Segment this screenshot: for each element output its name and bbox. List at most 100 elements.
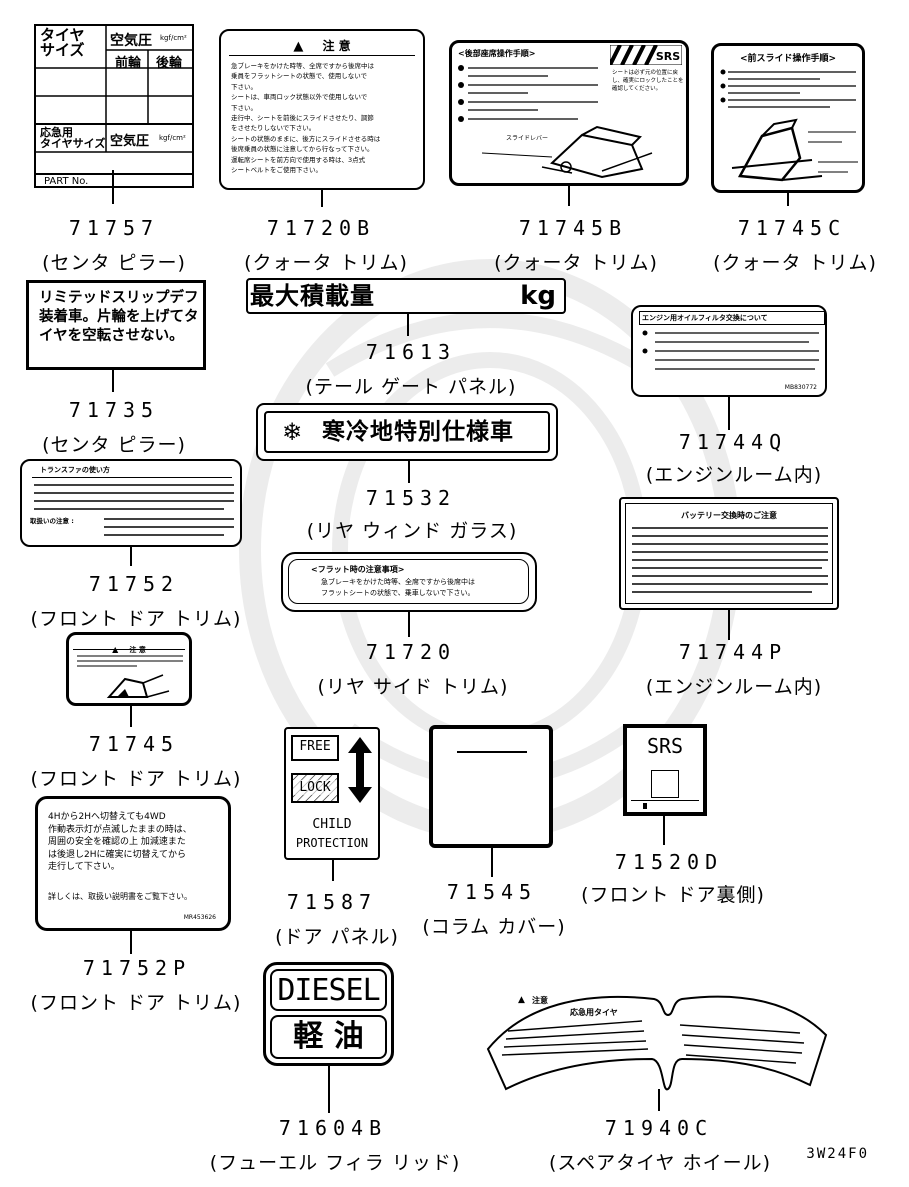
lsd-warning-text: リミテッドスリップデフ装着車。片輪を上げてタイヤを空転させない。 [39,290,199,344]
label-71757-tire-pressure: タイヤ サイズ 空気圧 kgf/cm² 前輪 後輪 応急用 タイヤサイズ 空気圧… [34,24,194,188]
oil-filter-code: MB830772 [784,384,817,391]
part-location-71520D: (フロント ドア裏側) [581,884,765,906]
label-71720B-caution: ▲ 注 意 急ブレーキをかけた時等、全席ですから後席中は 乗員をフラットシートの… [219,29,425,190]
svg-text:SRS: SRS [656,50,680,63]
part-number-71940C: 71940C [604,1116,714,1140]
part-location-71604B: (フューエル フィラ リッド) [209,1152,461,1174]
leader-71745B [568,186,570,206]
part-location-71720B: (クォータ トリム) [244,252,408,274]
tire-pressure-unit: kgf/cm² [160,34,187,42]
part-number-71752P: 71752P [82,956,192,980]
part-number-71613: 71613 [365,340,457,364]
spare-tire-subtitle: 応急用タイヤ [570,1008,618,1017]
srs-text: SRS [646,734,684,758]
transfer-text-lines [34,484,234,536]
leader-71745C [787,192,789,206]
label-71752-transfer: トランスファの使い方 取扱いの注意 : [20,459,242,547]
label-71532-cold-climate: ❄ 寒冷地特別仕様車 [256,403,558,461]
srs-bottom-marker [643,803,647,809]
part-location-71744Q: (エンジンルーム内) [645,464,823,486]
child-lock-free-box: FREE [291,735,339,761]
part-location-71745: (フロント ドア トリム) [30,768,242,790]
seat-lever-illustration [106,674,170,698]
battery-inner-frame: バッテリー交換時のご注意 [625,503,833,604]
fourwd-manual-note: 詳しくは、取扱い説明書をご覧下さい。 [48,892,192,901]
snowflake-icon: ❄ [282,418,303,446]
leader-71520D [663,815,665,845]
leader-71587 [332,859,334,881]
part-number-71735: 71735 [68,398,160,422]
part-location-71720: (リヤ サイド トリム) [317,676,509,698]
battery-title: バッテリー交換時のご注意 [681,511,777,520]
label-71520D-srs: SRS [623,724,707,816]
tire-emergency-unit: kgf/cm² [159,134,186,142]
part-location-71757: (センタ ピラー) [42,252,186,274]
transfer-title: トランスファの使い方 [40,466,110,474]
flat-seat-title: <フラット時の注意事項> [311,565,405,574]
max-load-unit: kg [520,281,556,311]
child-protection-protection: PROTECTION [295,836,369,850]
slide-text-lines [458,65,598,122]
part-location-71545: (コラム カバー) [422,916,566,938]
small-caution-text-lines [77,655,183,667]
part-number-71745B: 71745B [518,216,628,240]
diagram-code: 3W24F0 [806,1146,869,1162]
label-71613-max-load: 最大積載量 kg [246,278,566,314]
front-slide-text-lines [720,69,856,108]
part-location-71532: (リヤ ウィンド ガラス) [306,520,518,542]
fourwd-text: 4Hから2Hへ切替えても4WD 作動表示灯が点滅したままの時は、 周囲の安全を確… [48,812,192,872]
part-number-71545: 71545 [446,880,538,904]
caution-header-rule [229,55,415,56]
caution-body: 急ブレーキをかけた時等、全席ですから後席中は 乗員をフラットシートの状態で、使用… [231,62,381,175]
part-location-71745C: (クォータ トリム) [713,252,877,274]
leader-71720 [408,611,410,637]
leader-71720B [321,189,323,207]
leader-71757 [112,170,114,204]
max-load-text: 最大積載量 [250,282,375,310]
part-number-71744P: 71744P [678,640,788,664]
seat-slide-illustration [482,125,653,179]
srs-bottom-rule [631,800,699,801]
slide-lever-caption: スライドレバー [506,135,549,142]
tire-pressure-heading: 空気圧 [110,33,152,49]
label-71745C-front-slide: <前スライド操作手順> [711,43,865,193]
cold-climate-text: 寒冷地特別仕様車 [322,419,514,445]
leader-71744Q [728,396,730,430]
battery-text-lines [632,527,828,593]
leader-71752 [130,546,132,566]
diesel-top-box: DIESEL [270,969,387,1011]
leader-71604B [328,1065,330,1113]
front-seat-illustration [731,118,858,182]
part-number-71720: 71720 [365,640,457,664]
srs-square-box [651,770,679,798]
oil-filter-title: エンジン用オイルフィルタ交換について [639,311,825,325]
leader-71752P [130,930,132,954]
label-71940C-spare-tire [486,995,828,1091]
leader-71940C [658,1089,660,1111]
small-caution-rule [73,649,185,650]
label-71752P-4wd: 4Hから2Hへ切替えても4WD 作動表示灯が点滅したままの時は、 周囲の安全を確… [35,796,231,931]
leader-71545 [491,847,493,877]
part-number-71720B: 71720B [266,216,376,240]
leader-71532 [408,461,410,483]
child-lock-lock-text: LOCK [293,780,337,795]
child-protection-child: CHILD [312,817,352,832]
label-71744Q-oil-filter: エンジン用オイルフィルタ交換について MB830772 [631,305,827,397]
tire-size-heading: タイヤ サイズ [40,26,85,59]
part-location-71735: (センタ ピラー) [42,434,186,456]
part-number-71745: 71745 [88,732,180,756]
flat-seat-line-1: 急ブレーキをかけた時等、全席ですから後席中は [321,578,475,586]
part-number-71744Q: 71744Q [678,430,788,454]
tire-part-no: PART No. [44,176,89,187]
child-lock-free-text: FREE [299,739,331,754]
diesel-bottom-box: 軽 油 [270,1015,387,1059]
leader-71744P [728,610,730,640]
part-number-71752: 71752 [88,572,180,596]
keiyu-text: 軽 油 [293,1019,364,1054]
label-71720-flat-seat: <フラット時の注意事項> 急ブレーキをかけた時等、全席ですから後席中は フラット… [281,552,537,612]
part-location-71745B: (クォータ トリム) [494,252,658,274]
transfer-title-rule [32,477,232,478]
leader-71745 [130,705,132,727]
tire-rear-heading: 後輪 [156,56,183,71]
slide-procedure-title: <後部座席操作手順> [458,49,536,58]
